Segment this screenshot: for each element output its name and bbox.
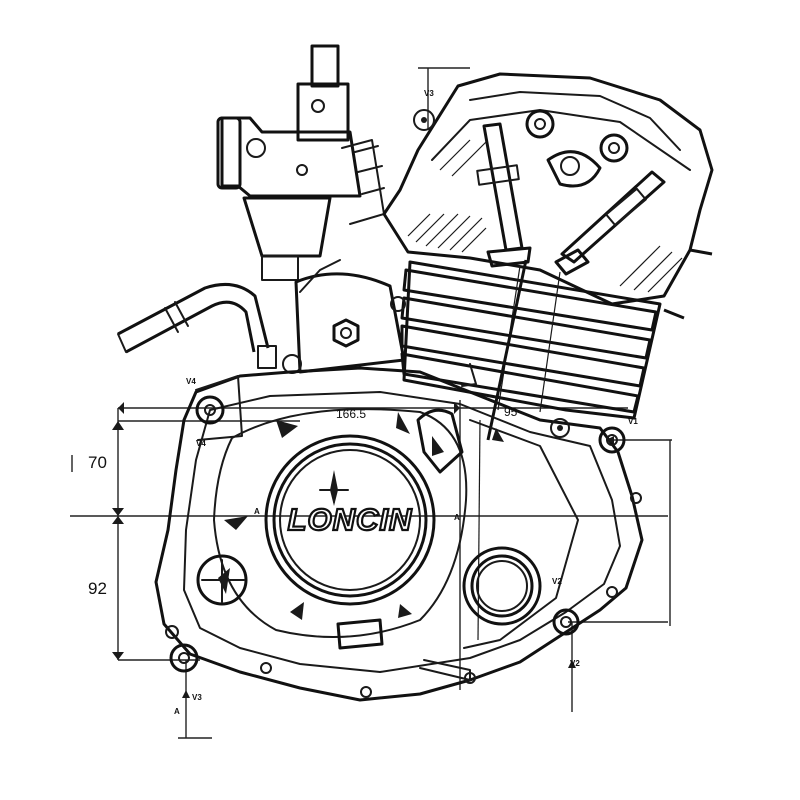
label-v2-bottom: V2 <box>570 659 580 668</box>
tube-outer <box>117 282 270 349</box>
brand-logo: LONCIN <box>288 502 413 537</box>
crankcase-inner-flange <box>183 391 621 673</box>
carb-slide-body <box>296 82 350 142</box>
intake-nut <box>332 318 360 348</box>
carburetor <box>216 44 385 281</box>
v2-mount <box>552 608 580 636</box>
clutch-cover-mid-ring <box>272 442 428 598</box>
v5-mount-bolt <box>413 109 435 131</box>
crankcase-outline <box>154 366 644 702</box>
label-v3-top: V3 <box>424 89 434 98</box>
output-shaft-outer <box>462 546 542 626</box>
dimension-arrows <box>112 402 614 698</box>
oil-drain-boss <box>336 618 384 650</box>
clutch-cover-outer-ring <box>264 434 436 606</box>
carb-cap <box>310 44 340 88</box>
mount-labels: V1 V2 V2 V3 V3 V4 V4 A A A <box>174 89 638 716</box>
clutch-cover-rim <box>213 408 468 639</box>
carb-inlet-flange <box>216 116 242 190</box>
exhaust-valve <box>560 170 666 264</box>
dim-height-upper: 70 <box>88 453 107 472</box>
v1-mount <box>598 426 626 454</box>
label-v2-right: V2 <box>552 577 562 586</box>
connecting-rod-axis <box>486 259 528 441</box>
carb-float-bowl <box>242 196 332 258</box>
clutch-cover: LONCIN <box>264 434 436 606</box>
intake-valve <box>482 122 524 252</box>
dim-width-left: 166.5 <box>336 407 366 421</box>
intake-manifold <box>341 139 385 225</box>
shifter-lever <box>416 408 464 474</box>
output-shaft <box>462 546 542 626</box>
cylinder-barrel <box>400 259 662 441</box>
label-a-center: A <box>454 513 460 522</box>
crankcase <box>154 366 644 702</box>
logo-star-icon <box>319 470 349 506</box>
clutch-cover-inner-ring <box>279 449 421 591</box>
label-a-left: A <box>254 507 260 516</box>
breather-tube <box>117 282 270 354</box>
label-a-bottom: A <box>174 707 180 716</box>
camshaft-right <box>599 133 629 163</box>
label-v4-upper: V4 <box>186 377 196 386</box>
label-v4-lower: V4 <box>196 439 206 448</box>
camshaft-left <box>525 109 555 139</box>
tube-inner <box>125 300 256 354</box>
head-cover-line <box>469 91 681 151</box>
cylinder-head <box>382 72 714 320</box>
oil-filter-cap <box>196 554 248 606</box>
intake-boss-outline <box>294 272 406 374</box>
v4-mount <box>195 395 225 425</box>
head-stud-1 <box>689 248 713 256</box>
carb-screw <box>246 138 266 158</box>
label-v1: V1 <box>628 417 638 426</box>
cover-bolt-markers <box>224 412 504 620</box>
dimension-labels: 166.5 95 70 92 <box>88 405 518 598</box>
upper-right-bolt <box>550 418 570 438</box>
output-shaft-seal <box>470 554 534 618</box>
head-hatching <box>407 139 683 293</box>
cooling-fins <box>400 268 658 414</box>
intake-boss <box>257 259 406 374</box>
cam-chain-guide <box>546 150 602 188</box>
head-outline <box>382 72 714 306</box>
label-v3-bottom: V3 <box>192 693 202 702</box>
head-stud-2 <box>663 308 685 320</box>
left-cover <box>196 554 248 606</box>
v3-mount <box>169 643 199 673</box>
carb-body <box>220 116 362 198</box>
mounting-points <box>165 375 626 673</box>
dim-height-lower: 92 <box>88 579 107 598</box>
carb-drain <box>261 255 299 281</box>
dim-width-right: 95 <box>504 405 518 419</box>
